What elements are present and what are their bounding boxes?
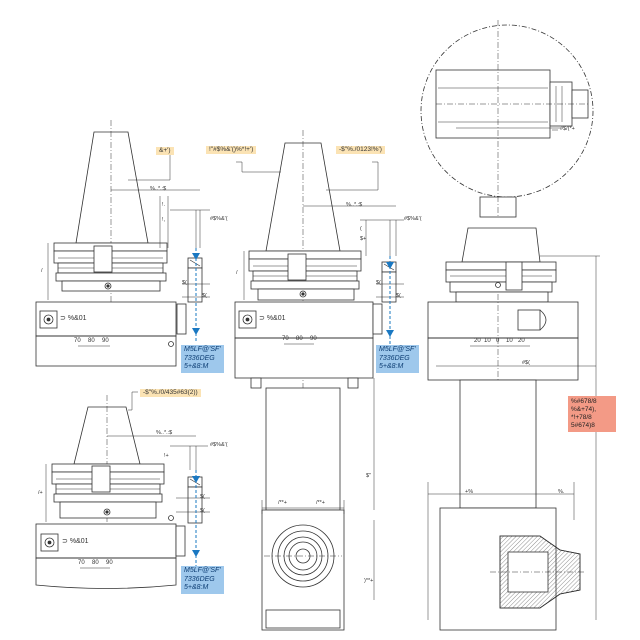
svg-text:70: 70 [78,560,85,566]
view-2-dim-bottom: )**+ [364,578,374,584]
view-4-dim-low2: %. [558,489,565,495]
view-2-wrench-label: ⊃ %&01 [259,315,286,322]
blue-label-line: M5LF@'SF' [379,346,416,353]
view-3-dim-left: /+ [38,490,43,496]
blue-label-line: 5+&8:M [379,363,404,370]
arrow-down-icon [386,262,394,269]
view-2-dim-r3: $( [396,293,401,299]
wrench-size: %&01 [266,315,286,322]
view-2-dim-r1: #$%&'( [404,216,422,222]
view-3-dim-r2: $( [200,494,205,500]
view-4-detail-label: #$/(*+ [560,126,575,132]
blue-label-line: M5LF@'SF' [184,567,221,574]
svg-text:20: 20 [474,338,481,344]
svg-text:70: 70 [282,336,289,342]
view-4-scale: 20 10 0 10 20 [474,338,525,344]
view-1-dim-left: / [41,268,43,274]
view-1-dim-l2: !, [162,217,166,223]
view-4-dim-width: #$( [522,360,530,366]
view-3-dim-r3: $( [200,508,205,514]
view-2-blue-axis [386,256,394,344]
wrench-icon: ⊃ [62,538,70,545]
view-3-blue-axis [192,470,200,566]
arrow-down-icon [192,476,200,483]
blue-label-line: 7336DEG [379,354,410,362]
callout-top-right: -$"%./0123!%') [336,146,385,154]
callout-top-left: &+') [156,147,174,155]
view-4-side-view [420,20,600,631]
view-1-wrench-label: ⊃ %&01 [60,315,87,322]
view-3-scale: 70 80 90 [78,560,113,566]
view-2-scale: 70 80 90 [282,336,317,342]
view-1-scale: 70 80 90 [74,338,109,344]
view-2-dim-w2: /**+ [316,500,326,506]
wrench-size: %&01 [67,315,87,322]
view-1-dim-top: %..*.:$ [150,186,167,192]
view-1-blue-label: M5LF@'SF' 7336DEG 5+&8:M [181,345,224,373]
view-1-dim-r2: $( [182,280,187,286]
svg-text:90: 90 [102,338,109,344]
callout-top-middle: !"#$%&'()%*!+') [206,146,257,154]
svg-text:20: 20 [518,338,525,344]
view-1-dim-l1: !. [162,202,166,208]
blue-label-line: 7336DEG [184,575,215,583]
view-2-blue-label: M5LF@'SF' 7336DEG 5+&8:M [376,345,419,373]
view-2-dim-l1: $+ [360,236,367,242]
svg-text:10: 10 [484,338,491,344]
view-1-blue-axis [192,248,200,342]
view-3-dim-l1: !+ [164,453,169,459]
view-2-dim-left: / [236,270,238,276]
blue-label-line: M5LF@'SF' [184,346,221,353]
view-3-blue-label: M5LF@'SF' 7336DEG 5+&8:M [181,566,224,594]
view-1-angle-head [35,120,210,367]
blue-label-line: 7336DEG [184,354,215,362]
svg-text:80: 80 [296,336,303,342]
view-2-dim-top: %..*.:$ [346,202,363,208]
arrow-down-icon [192,550,200,557]
arrow-down-icon [386,330,394,337]
callout-side-red: %#678/8 %&+74), *!+78/8 5#674)8 [568,396,616,432]
view-2-dim-l2: ( [360,226,362,232]
svg-text:90: 90 [310,336,317,342]
svg-text:80: 80 [92,560,99,566]
blue-label-line: 5+&8:M [184,584,209,591]
wrench-icon: ⊃ [60,315,68,322]
view-1-dim-r3: $( [202,293,207,299]
blue-label-line: 5+&8:M [184,363,209,370]
svg-text:70: 70 [74,338,81,344]
view-4-dim-low1: +% [465,489,474,495]
view-2-dim-shaft: $" [366,473,372,479]
view-3-short-head [35,391,210,589]
wrench-size: %&01 [69,538,89,545]
svg-text:90: 90 [106,560,113,566]
wrench-icon: ⊃ [259,315,267,322]
view-2-dim-r2: $( [376,280,381,286]
view-3-dim-r1: #$%&'( [210,442,228,448]
svg-text:10: 10 [506,338,513,344]
svg-text:80: 80 [88,338,95,344]
view-2-dim-w1: /**+ [278,500,288,506]
view-2-extended-head [234,130,404,631]
arrow-down-icon [192,328,200,335]
arrow-down-icon [192,253,200,260]
svg-text:0: 0 [496,338,500,344]
view-3-dim-top: %..*.:$ [156,430,173,436]
callout-lower-left: -$"%./0/435#63(2)) [140,389,201,397]
view-3-wrench-label: ⊃ %&01 [62,538,89,545]
view-1-dim-r1: #$%&'( [210,216,228,222]
